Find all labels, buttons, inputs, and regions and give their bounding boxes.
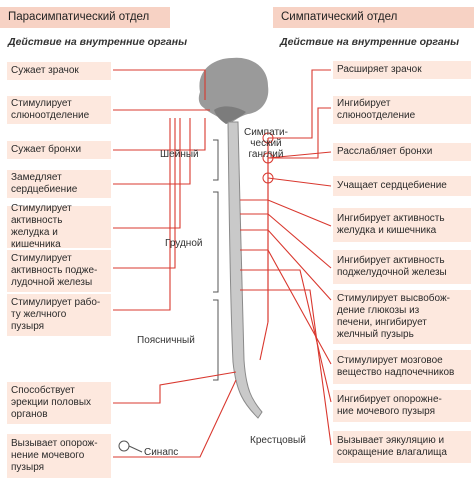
sympathetic-chain	[262, 132, 274, 322]
parasympathetic-lines	[113, 69, 237, 458]
brain-icon	[198, 57, 269, 125]
sympathetic-subheader: Действие на внутренние органы	[280, 36, 460, 48]
sympathetic-header: Симпатический отдел	[273, 7, 474, 28]
synapse-icon	[118, 440, 130, 452]
para-item: Стимулирует слюноотделение	[7, 96, 111, 124]
segment-brackets	[213, 139, 219, 381]
symp-item: Учащает сердцебиение	[333, 176, 471, 196]
para-item: Стимулирует активность желудка и кишечни…	[7, 203, 111, 250]
para-item: Стимулирует активность поджe- лудочной ж…	[7, 250, 111, 292]
synapse-label: Синапс	[144, 447, 179, 458]
lumbar-label: Поясничный	[137, 335, 195, 346]
cervical-label: Шейный	[160, 149, 199, 160]
spinal-cord	[227, 121, 263, 419]
para-item: Способствует эрекции половых органов	[7, 382, 111, 424]
ganglia-label: Симпати- ческий ганглий	[244, 127, 288, 160]
para-item: Вызывает опорож- нение мочевого пузыря	[7, 434, 111, 478]
para-item: Сужает бронхи	[7, 141, 111, 159]
para-item: Замедляет сердцебиение	[7, 170, 111, 198]
symp-item: Ингибирует опорожне- ние мочевого пузыря	[333, 390, 471, 422]
symp-item: Ингибирует активность желудка и кишечник…	[333, 208, 471, 242]
symp-item: Ингибирует слюноотделение	[333, 96, 471, 124]
symp-item: Расширяет зрачок	[333, 61, 471, 79]
symp-item: Стимулирует высвобож- дение глюкозы из п…	[333, 290, 471, 344]
sympathetic-lines	[240, 69, 332, 446]
para-item: Стимулирует рабо- ту желчного пузыря	[7, 294, 111, 336]
symp-item: Ингибирует активность поджелудочной желе…	[333, 250, 471, 284]
thoracic-label: Грудной	[165, 238, 203, 249]
symp-item: Вызывает эякуляцию и сокращение влагалищ…	[333, 431, 471, 463]
symp-item: Стимулирует мозговое вещество надпочечни…	[333, 350, 471, 384]
parasympathetic-header: Парасимпатический отдел	[0, 7, 170, 28]
para-item: Сужает зрачок	[7, 62, 111, 80]
parasympathetic-subheader: Действие на внутренние органы	[8, 36, 188, 48]
symp-item: Расслабляет бронхи	[333, 143, 471, 161]
sacral-label: Крестцовый	[250, 435, 306, 446]
